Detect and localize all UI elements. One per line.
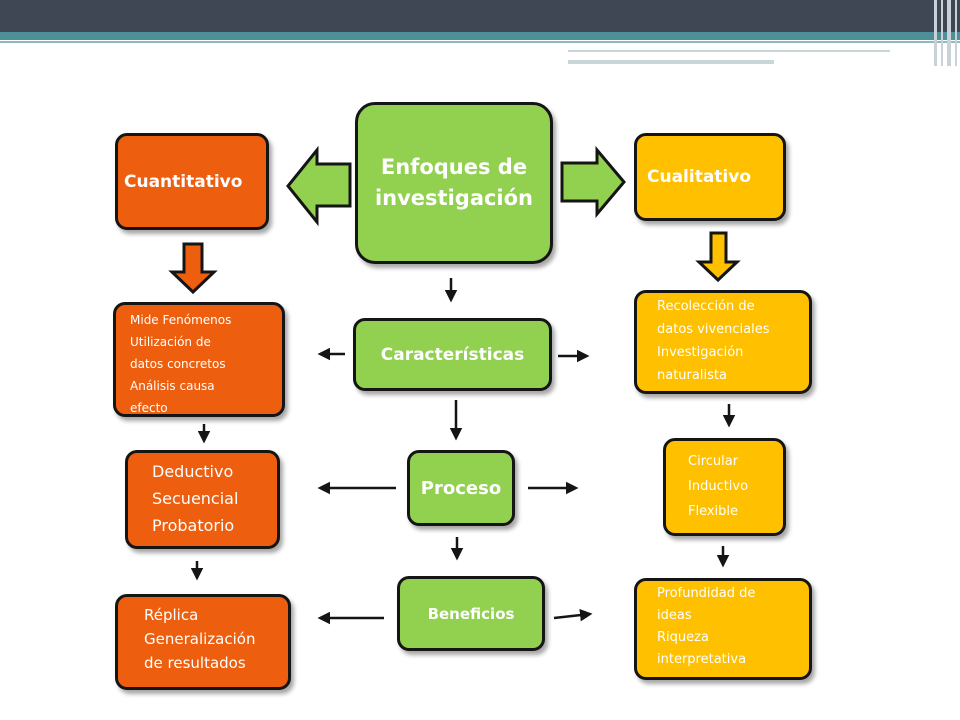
slide-decor-rule [568,60,774,64]
cualitativo-label: Cualitativo [647,167,752,187]
list-item: Riqueza [657,630,709,645]
cuantitativo-proceso-box: Deductivo Secuencial Probatorio [125,450,280,549]
cualitativo-beneficios-list: Profundidad de ideas Riqueza interpretat… [657,583,755,671]
cualitativo-proceso-box: Circular Inductivo Flexible [663,438,786,536]
list-item: efecto [130,401,168,415]
slide-decor-vline [941,0,943,66]
list-item: Réplica [144,606,199,624]
caracteristicas-box: Características [353,318,552,391]
list-item: Generalización [144,630,256,648]
cualitativo-proceso-list: Circular Inductivo Flexible [688,449,748,524]
list-item: Secuencial [152,489,239,508]
caracteristicas-label: Características [380,344,525,365]
cualitativo-box: Cualitativo [634,133,786,221]
block-arrow-down-orange [168,242,218,295]
cuantitativo-beneficios-box: Réplica Generalización de resultados [115,594,291,690]
center-title-line1: Enfoques de [380,155,528,179]
cuantitativo-beneficios-list: Réplica Generalización de resultados [144,603,255,675]
list-item: naturalista [657,368,727,383]
list-item: datos concretos [130,357,226,371]
block-arrow-right [560,145,626,219]
center-box: Enfoques de investigación [355,102,553,264]
cualitativo-beneficios-box: Profundidad de ideas Riqueza interpretat… [634,578,812,680]
cualitativo-caracteristicas-box: Recolección de datos vivenciales Investi… [634,290,812,394]
list-item: de resultados [144,654,246,672]
center-title-line2: investigación [374,186,534,210]
block-arrow-left [286,145,352,227]
list-item: ideas [657,608,692,623]
slide-decor-vline [947,0,951,66]
list-item: Análisis causa [130,379,215,393]
list-item: Flexible [688,504,739,519]
list-item: Probatorio [152,516,235,535]
list-item: Mide Fenómenos [130,313,232,327]
beneficios-box: Beneficios [397,576,545,651]
cuantitativo-caracteristicas-box: Mide Fenómenos Utilización de datos conc… [113,302,285,417]
cualitativo-caracteristicas-list: Recolección de datos vivenciales Investi… [657,295,770,387]
slide-accent-thin-line [0,41,960,43]
list-item: Investigación [657,345,744,360]
list-item: Utilización de [130,335,211,349]
list-item: datos vivenciales [657,322,770,337]
block-arrow-down-yellow [695,231,741,283]
list-item: Recolección de [657,299,755,314]
proceso-label: Proceso [420,477,502,499]
slide-accent-band [0,32,960,40]
proceso-box: Proceso [407,450,515,526]
list-item: Deductivo [152,462,234,481]
slide-title-bar [0,0,960,32]
beneficios-label: Beneficios [427,604,515,623]
slide-decor-rule [568,50,890,52]
center-title: Enfoques de investigación [358,105,550,261]
list-item: interpretativa [657,652,747,667]
cuantitativo-caracteristicas-list: Mide Fenómenos Utilización de datos conc… [130,309,231,419]
cuantitativo-proceso-list: Deductivo Secuencial Probatorio [152,458,238,539]
list-item: Profundidad de [657,586,756,601]
cuantitativo-box: Cuantitativo [115,133,269,230]
list-item: Inductivo [688,479,749,494]
arrow-ben-right [553,608,593,622]
slide-decor-vline [934,0,937,66]
cuantitativo-label: Cuantitativo [124,171,243,192]
list-item: Circular [688,454,739,469]
slide-decor-vline [955,0,957,66]
